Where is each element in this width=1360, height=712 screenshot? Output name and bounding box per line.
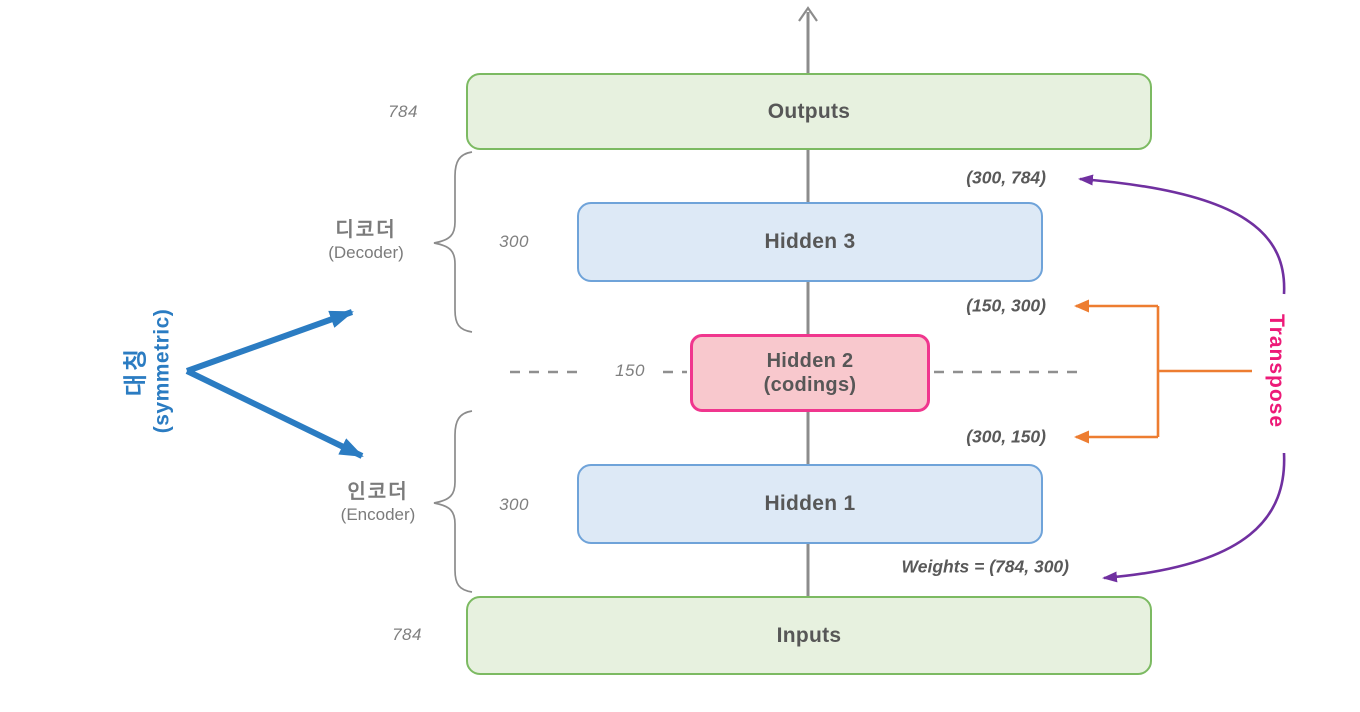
transpose-arrow-top-icon [1078, 174, 1286, 295]
transpose-label: Transpose [1265, 313, 1288, 429]
encoder-brace [433, 410, 473, 593]
decoder-label-ko: 디코더 [335, 219, 397, 241]
weight-hidden1-layer: Weights = (784, 300) [901, 556, 1069, 577]
symmetric-label-en: (symmetric) [150, 308, 174, 434]
weight-hidden2-layer: (300, 150) [966, 426, 1046, 447]
weight-hidden3-layer: (150, 300) [966, 295, 1046, 316]
inputs-label: Inputs [776, 623, 842, 647]
size-inputs: 784 [392, 625, 422, 644]
layer-box-inputs: Inputs [466, 596, 1152, 675]
layer-box-hidden1: Hidden 1 [577, 464, 1043, 544]
size-hidden1: 300 [499, 495, 529, 514]
symmetric-arrow-down-icon [185, 368, 364, 459]
size-outputs: 784 [388, 102, 418, 121]
hidden2-label: Hidden 2 [766, 349, 854, 372]
symmetric-arrows [185, 309, 364, 459]
size-hidden2: 150 [615, 361, 645, 380]
encoder-label-en: (Encoder) [340, 505, 416, 524]
transpose-arrows-purple [1078, 174, 1286, 583]
decoder-brace [433, 151, 473, 333]
layer-box-outputs: Outputs [466, 73, 1152, 150]
hidden3-label: Hidden 3 [764, 230, 856, 253]
symmetric-label-ko: 대칭 [122, 345, 150, 397]
encoder-label: 인코더 (Encoder) [341, 475, 416, 525]
up-arrowhead-icon [798, 6, 818, 22]
layer-box-hidden2-codings: Hidden 2 (codings) [690, 334, 930, 412]
decoder-label-en: (Decoder) [328, 243, 404, 262]
outputs-label: Outputs [767, 99, 851, 123]
symmetric-arrow-up-icon [185, 309, 354, 374]
weight-output-layer: (300, 784) [966, 167, 1046, 188]
symmetric-label: 대칭 (symmetric) [116, 309, 175, 434]
hidden1-label: Hidden 1 [764, 492, 856, 515]
size-hidden3: 300 [499, 232, 529, 251]
transpose-bracket-orange [1074, 299, 1252, 444]
encoder-label-ko: 인코더 [347, 481, 409, 503]
hidden2-sublabel: (codings) [763, 374, 857, 396]
decoder-label: 디코더 (Decoder) [328, 213, 404, 263]
transpose-arrow-bottom-icon [1102, 452, 1286, 583]
layer-box-hidden3: Hidden 3 [577, 202, 1043, 282]
